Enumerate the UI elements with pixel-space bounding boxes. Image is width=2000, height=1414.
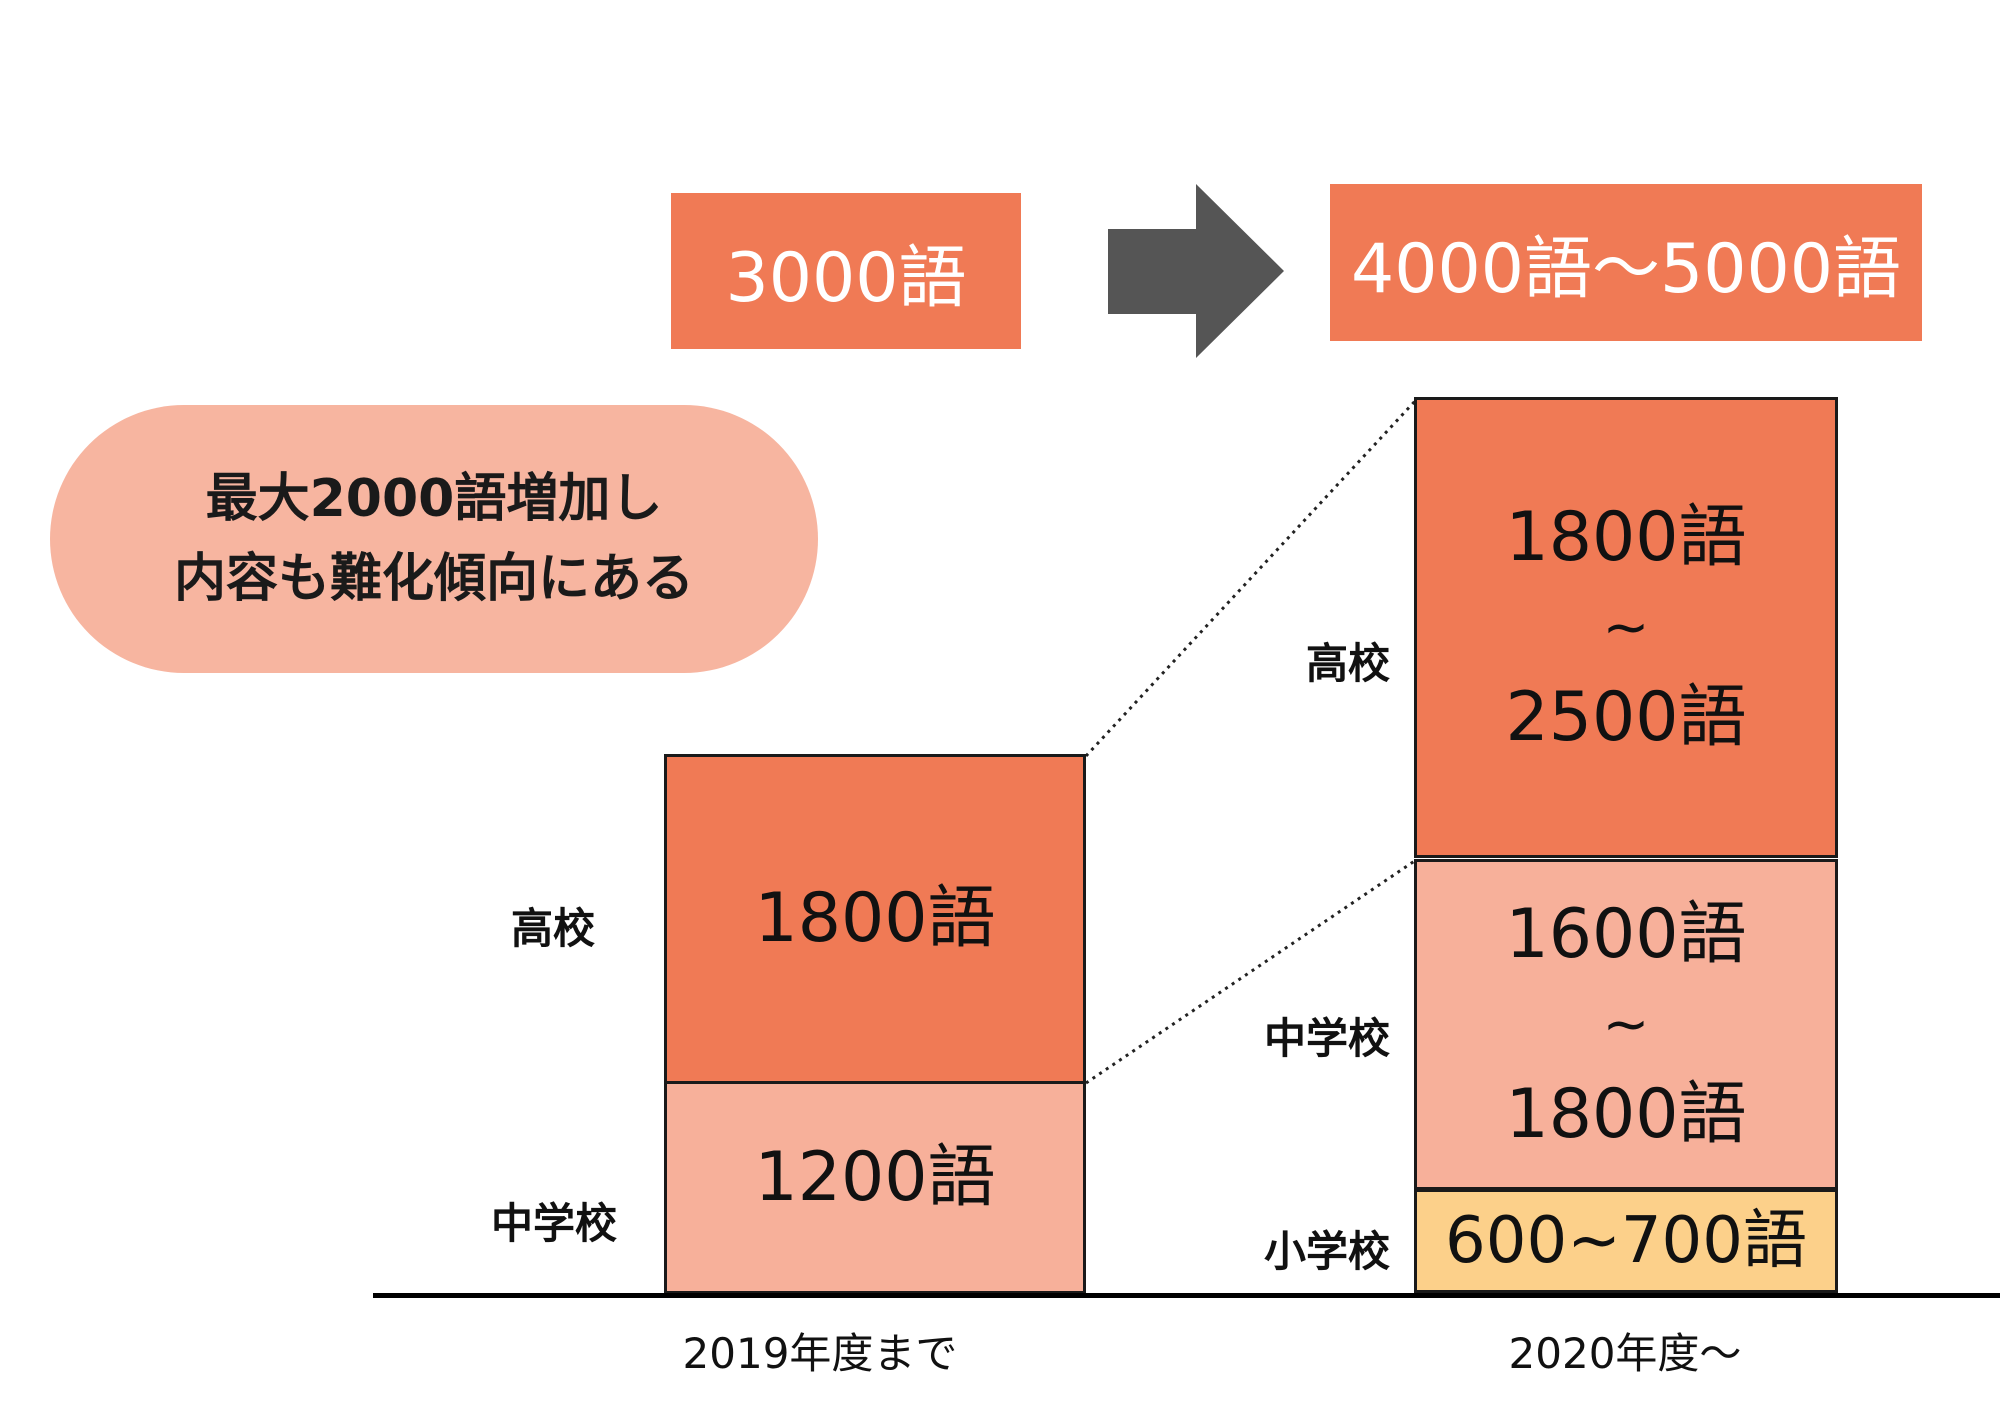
banner-after-text: 4000語〜5000語: [1350, 230, 1902, 309]
bar-2020-elementary-value: 600~700語: [1445, 1204, 1807, 1278]
bar-2019-middle-school: 1200語: [664, 1081, 1086, 1294]
callout-line-1: 最大2000語増加し: [205, 469, 663, 529]
banner-before: 3000語: [671, 193, 1021, 349]
connector-top: [1084, 398, 1418, 758]
x-axis-label-2020: 2020年度〜: [1508, 1328, 1742, 1378]
x-axis-label-2019: 2019年度まで: [682, 1328, 958, 1378]
level-label-2020-elementary: 小学校: [1263, 1227, 1390, 1276]
chart-baseline: [373, 1293, 2000, 1298]
banner-before-text: 3000語: [725, 238, 967, 318]
bar-2020-high-school-from: 1800語: [1505, 497, 1747, 577]
arrow-right-icon: [1108, 184, 1284, 358]
bar-2020-high-school: 1800語 ~ 2500語: [1414, 397, 1838, 858]
level-label-2019-middle-school: 中学校: [490, 1199, 617, 1248]
bar-2020-elementary: 600~700語: [1414, 1189, 1838, 1293]
banner-after: 4000語〜5000語: [1330, 184, 1922, 341]
level-label-2020-high-school: 高校: [1305, 639, 1390, 688]
bar-2020-middle-school-from: 1600語: [1505, 894, 1747, 974]
level-label-2019-high-school: 高校: [510, 904, 595, 953]
bar-2020-middle-school-to: 1800語: [1505, 1074, 1747, 1154]
bar-2020-middle-school: 1600語 ~ 1800語: [1414, 859, 1838, 1190]
bar-2019-middle-school-value: 1200語: [754, 1137, 996, 1217]
callout-pill: 最大2000語増加し 内容も難化傾向にある: [50, 405, 818, 673]
callout-line-2: 内容も難化傾向にある: [173, 549, 694, 609]
bar-2020-middle-school-sep: ~: [1602, 991, 1650, 1057]
level-label-2020-middle-school: 中学校: [1263, 1014, 1390, 1063]
bar-2019-high-school: 1800語: [664, 754, 1086, 1084]
bar-2020-high-school-sep: ~: [1602, 594, 1650, 660]
bar-2020-high-school-to: 2500語: [1505, 677, 1747, 757]
connector-middle: [1085, 858, 1417, 1085]
bar-2019-high-school-value: 1800語: [754, 879, 996, 958]
